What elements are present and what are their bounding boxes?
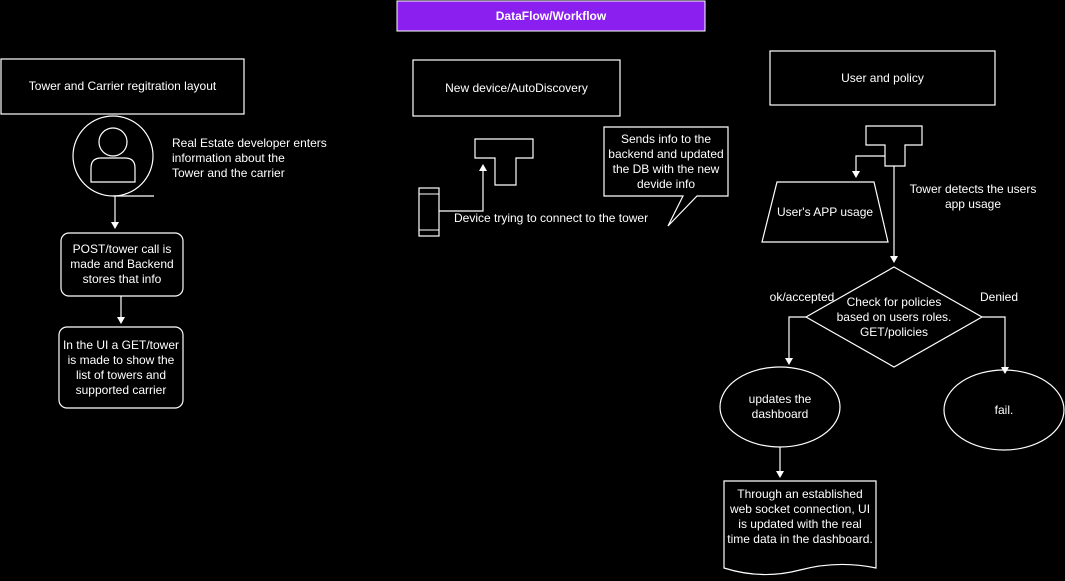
device-icon[interactable] [418,187,440,237]
realtime-doc-label: Through an established web socket connec… [727,487,873,546]
decision-label: Check for policies based on users roles.… [836,294,952,339]
detects-label: Tower detects the users app usage [909,182,1037,211]
edge-decision-denied [982,316,1009,374]
device-connect-label: Device trying to connect to the tower [454,210,649,225]
edge-decision-ok [785,316,806,365]
device-callout-label: Sends info to the backend and updated th… [608,132,724,191]
edge-device-to-tower [439,164,487,212]
branch-ok-label: ok/accepted [769,289,835,304]
app-usage-shape[interactable] [761,181,889,243]
policy-header-label: User and policy [841,70,924,85]
edge-tower-to-app [852,155,885,178]
tower-header-label: Tower and Carrier regitration layout [28,79,217,93]
post-step-box[interactable] [60,232,184,297]
diagram-title: DataFlow/Workflow [495,8,607,23]
realtime-document[interactable] [723,480,877,576]
user-actor-icon[interactable] [72,115,154,197]
get-step-label: In the UI a GET/tower is made to show th… [62,337,180,397]
tower-icon[interactable] [474,138,534,186]
fail-label: fail. [994,402,1014,417]
tower-header-box[interactable] [0,58,245,115]
device-callout[interactable] [603,126,729,227]
fail-node[interactable] [943,369,1065,451]
actor-note: Real Estate developer enters information… [172,135,327,180]
branch-denied-label: Denied [979,289,1019,304]
get-step-box[interactable] [58,326,184,409]
title-box[interactable] [396,0,706,32]
device-header-label: New device/AutoDiscovery [445,80,588,95]
policy-tower-icon[interactable] [865,125,923,167]
policy-decision[interactable] [804,266,984,368]
device-header-box[interactable] [412,59,621,117]
dashboard-label: updates the dashboard [748,392,812,421]
app-usage-label: User's APP usage [776,204,874,219]
policy-header-box[interactable] [769,50,996,106]
post-step-label: POST/tower call is made and Backend stor… [70,242,174,286]
